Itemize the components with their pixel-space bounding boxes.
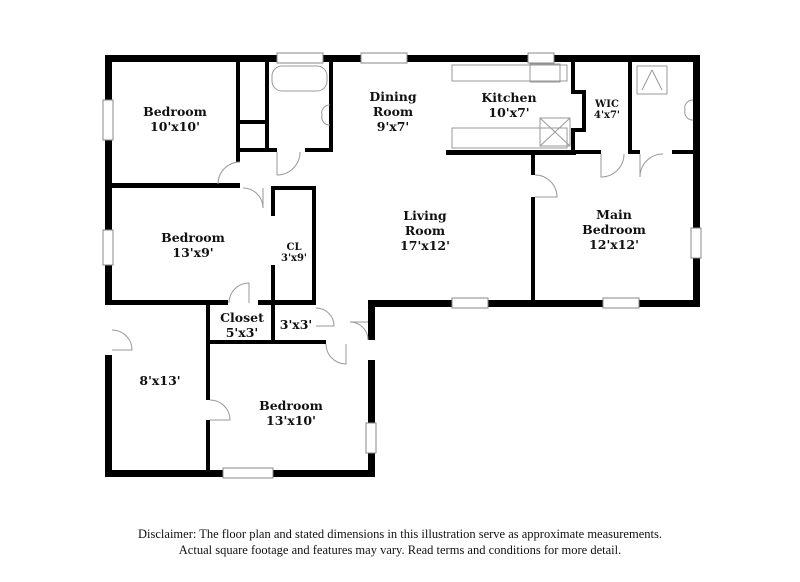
room-label-bedroom-w: Bedroom 13'x9' bbox=[161, 230, 225, 260]
room-name: Room bbox=[404, 223, 446, 238]
room-name: Main bbox=[596, 207, 632, 222]
disclaimer: Disclaimer: The floor plan and stated di… bbox=[0, 526, 800, 558]
room-name: Kitchen bbox=[481, 90, 537, 105]
room-dims: 13'x10' bbox=[266, 413, 316, 428]
room-label-cl: CL 3'x9' bbox=[281, 242, 307, 264]
room-name: Living bbox=[403, 208, 447, 223]
room-label-wic: WIC 4'x7' bbox=[594, 99, 620, 121]
room-dims: 4'x7' bbox=[593, 110, 621, 121]
room-label-kitchen: Kitchen 10'x7' bbox=[481, 90, 536, 120]
room-label-room-sw: 8'x13' bbox=[139, 373, 180, 388]
room-name: Bedroom bbox=[161, 230, 225, 245]
disclaimer-line-1: Disclaimer: The floor plan and stated di… bbox=[138, 527, 662, 541]
room-dims: 10'x10' bbox=[150, 119, 200, 134]
room-dims: 3'x9' bbox=[280, 253, 308, 264]
room-name: CL bbox=[286, 242, 302, 253]
room-name: Bedroom bbox=[582, 222, 646, 237]
room-dims: 9'x7' bbox=[376, 119, 410, 134]
room-dims: 12'x12' bbox=[589, 237, 639, 252]
room-label-living: Living Room 17'x12' bbox=[400, 208, 450, 253]
room-name: Dining bbox=[369, 89, 417, 104]
room-dims: 13'x9' bbox=[172, 245, 214, 260]
room-label-closet: Closet 5'x3' bbox=[220, 310, 264, 340]
room-label-dining: Dining Room 9'x7' bbox=[369, 89, 416, 134]
room-label-small-closet: 3'x3' bbox=[280, 317, 313, 332]
doors bbox=[111, 151, 664, 421]
fixtures bbox=[271, 63, 694, 149]
room-name: Bedroom bbox=[259, 398, 323, 413]
room-name: Closet bbox=[220, 310, 264, 325]
room-dims: 8'x13' bbox=[139, 373, 181, 388]
room-label-bedroom-s: Bedroom 13'x10' bbox=[259, 398, 323, 428]
room-dims: 3'x3' bbox=[279, 317, 313, 332]
room-name: Room bbox=[372, 104, 414, 119]
room-label-main-bedroom: Main Bedroom 12'x12' bbox=[582, 207, 646, 252]
windows bbox=[102, 52, 702, 479]
room-dims: 5'x3' bbox=[225, 325, 259, 340]
disclaimer-line-2: Actual square footage and features may v… bbox=[178, 543, 622, 557]
room-dims: 10'x7' bbox=[488, 105, 530, 120]
room-label-bedroom-nw: Bedroom 10'x10' bbox=[143, 104, 207, 134]
room-dims: 17'x12' bbox=[400, 238, 450, 253]
room-name: WIC bbox=[595, 99, 619, 110]
room-name: Bedroom bbox=[143, 104, 207, 119]
